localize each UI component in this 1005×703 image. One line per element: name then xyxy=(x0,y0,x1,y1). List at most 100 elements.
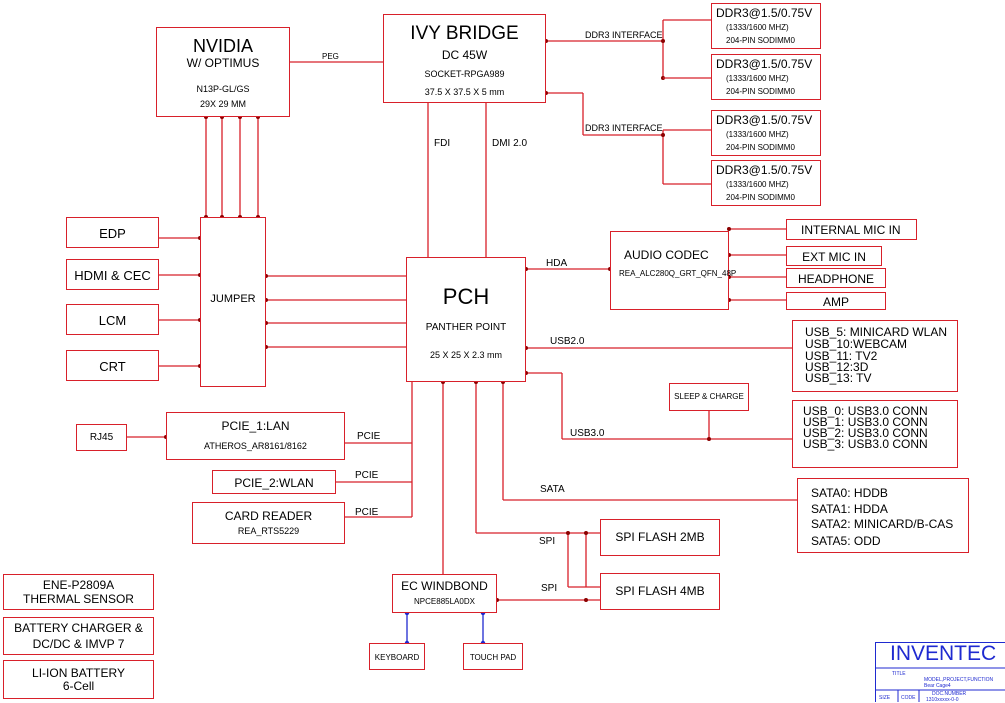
usb-port-label: USB_2: USB3.0 CONN xyxy=(803,426,928,440)
cpu-size: 37.5 X 37.5 X 5 mm xyxy=(424,87,505,97)
title-label: TITLE xyxy=(892,671,906,677)
audio-output-label: AMP xyxy=(822,295,849,309)
audio-output-label: EXT MIC IN xyxy=(802,250,866,264)
doc-number-label: DOC.NUMBER xyxy=(932,691,967,697)
audio-output-label: INTERNAL MIC IN xyxy=(801,223,901,237)
audio-codec-title: AUDIO CODEC xyxy=(624,248,709,262)
audio-output-label: HEADPHONE xyxy=(797,272,874,286)
ddr3-title: DDR3@1.5/0.75V xyxy=(716,57,813,71)
size-label: SIZE xyxy=(879,695,891,701)
display-lcm: LCM xyxy=(66,304,159,335)
ec-block: EC WINDBOND NPCE885LA0DX xyxy=(392,574,497,613)
spi-flash-4mb: SPI FLASH 4MB xyxy=(600,573,720,610)
project-sub: Bear Cage4 xyxy=(924,683,951,689)
ddr3-speed: (1333/1600 MHZ) xyxy=(726,130,789,139)
spi-flash-label: SPI FLASH 2MB xyxy=(615,530,705,544)
display-label: CRT xyxy=(99,359,126,374)
lan-title: PCIE_1:LAN xyxy=(221,419,290,433)
battery-line: LI-ION BATTERY xyxy=(32,666,125,680)
thermal-line: THERMAL SENSOR xyxy=(23,592,134,606)
display-hdmi: HDMI & CEC xyxy=(66,259,159,290)
usb2-ports-block: USB_5: MINICARD WLAN USB_10:WEBCAM USB_1… xyxy=(792,320,958,392)
usb-port-label: USB_0: USB3.0 CONN xyxy=(803,404,928,418)
ddr3-title: DDR3@1.5/0.75V xyxy=(716,6,813,20)
sata-port-label: SATA1: HDDA xyxy=(811,502,888,516)
title-block: INVENTEC TITLE MODEL,PROJECT,FUNCTION Be… xyxy=(875,642,1005,703)
lan-part: ATHEROS_AR8161/8162 xyxy=(204,441,307,451)
pch-block: PCH PANTHER POINT 25 X 25 X 2.3 mm xyxy=(406,257,526,382)
wlan-block: PCIE_2:WLAN xyxy=(212,470,336,494)
usb-port-label: USB_11: TV2 xyxy=(805,349,878,363)
usb2-label: USB2.0 xyxy=(550,336,585,347)
gpu-subtitle: W/ OPTIMUS xyxy=(186,56,260,70)
sata-port-label: SATA0: HDDB xyxy=(811,486,888,500)
spi-label: SPI xyxy=(539,536,556,547)
ddr3-title: DDR3@1.5/0.75V xyxy=(716,163,813,177)
gpu-block: NVIDIA W/ OPTIMUS N13P-GL/GS 29X 29 MM xyxy=(156,27,290,117)
display-label: LCM xyxy=(98,313,127,328)
card-reader-title: CARD READER xyxy=(224,509,313,523)
fdi-label: FDI xyxy=(434,138,451,149)
charger-line: DC/DC & IMVP 7 xyxy=(32,637,125,651)
touchpad-block: TOUCH PAD xyxy=(463,643,523,670)
audio-output: AMP xyxy=(786,292,886,310)
pcie-label: PCIE xyxy=(357,431,381,442)
doc-number: 1310xxxxx-0-0 xyxy=(926,697,959,703)
peg-label: PEG xyxy=(322,52,339,61)
display-label: HDMI & CEC xyxy=(74,268,151,283)
ddr3-title: DDR3@1.5/0.75V xyxy=(716,113,813,127)
wlan-title: PCIE_2:WLAN xyxy=(234,476,314,490)
sata-port-label: SATA2: MINICARD/B-CAS xyxy=(811,517,954,531)
sata-ports-block: SATA0: HDDB SATA1: HDDA SATA2: MINICARD/… xyxy=(797,478,969,553)
audio-output: INTERNAL MIC IN xyxy=(786,219,917,240)
company-name: INVENTEC xyxy=(890,642,997,665)
code-label: CODE xyxy=(901,695,916,701)
usb-port-label: USB_12:3D xyxy=(805,360,869,374)
sleep-charge-label: SLEEP & CHARGE xyxy=(674,392,744,401)
cpu-socket: SOCKET-RPGA989 xyxy=(424,69,505,79)
ddr3-slot: DDR3@1.5/0.75V (1333/1600 MHZ) 204-PIN S… xyxy=(711,3,821,49)
ddr3-pin: 204-PIN SODIMM0 xyxy=(726,193,795,202)
pcie-label: PCIE xyxy=(355,507,379,518)
usb-port-label: USB_5: MINICARD WLAN xyxy=(805,325,948,339)
ddr3-speed: (1333/1600 MHZ) xyxy=(726,74,789,83)
ec-part: NPCE885LA0DX xyxy=(414,597,475,606)
ddr3-speed: (1333/1600 MHZ) xyxy=(726,180,789,189)
project-label: MODEL,PROJECT,FUNCTION xyxy=(924,677,994,683)
thermal-sensor-block: ENE-P2809A THERMAL SENSOR xyxy=(3,574,154,610)
sata-port-label: SATA5: ODD xyxy=(811,534,881,548)
sata-label: SATA xyxy=(540,484,565,495)
pch-name: PANTHER POINT xyxy=(425,322,507,333)
gpu-title: NVIDIA xyxy=(192,36,253,56)
battery-block: LI-ION BATTERY 6-Cell xyxy=(3,660,154,699)
audio-codec-block: AUDIO CODEC REA_ALC280Q_GRT_QFN_48P xyxy=(610,231,736,310)
card-reader-block: CARD READER REA_RTS5229 xyxy=(192,502,345,544)
pch-title: PCH xyxy=(442,284,490,309)
usb-port-label: USB_10:WEBCAM xyxy=(805,337,908,351)
battery-line: 6-Cell xyxy=(62,679,95,693)
display-label: EDP xyxy=(99,226,126,241)
keyboard-label: KEYBOARD xyxy=(374,653,420,662)
charger-line: BATTERY CHARGER & xyxy=(14,621,143,635)
ddr3-slot: DDR3@1.5/0.75V (1333/1600 MHZ) 204-PIN S… xyxy=(711,54,821,100)
audio-codec-part: REA_ALC280Q_GRT_QFN_48P xyxy=(619,269,737,278)
jumper-block: JUMPER xyxy=(200,217,266,387)
usb3-label: USB3.0 xyxy=(570,428,605,439)
audio-output: EXT MIC IN xyxy=(786,246,882,266)
gpu-part: N13P-GL/GS xyxy=(196,84,250,94)
rj45-block: RJ45 xyxy=(76,424,127,451)
spi-label: SPI xyxy=(541,583,558,594)
ddr3-interface-label: DDR3 INTERFACE xyxy=(585,123,663,133)
pcie-label: PCIE xyxy=(355,470,379,481)
rj45-label: RJ45 xyxy=(89,432,114,443)
lan-block: PCIE_1:LAN ATHEROS_AR8161/8162 xyxy=(166,412,345,460)
dmi-label: DMI 2.0 xyxy=(492,138,528,149)
display-edp: EDP xyxy=(66,217,159,248)
cpu-title: IVY BRIDGE xyxy=(410,23,519,44)
usb-port-label: USB_13: TV xyxy=(805,371,872,385)
thermal-line: ENE-P2809A xyxy=(42,578,115,592)
display-crt: CRT xyxy=(66,350,159,381)
touchpad-label: TOUCH PAD xyxy=(469,653,517,662)
jumper-label: JUMPER xyxy=(210,293,256,305)
ddr3-pin: 204-PIN SODIMM0 xyxy=(726,87,795,96)
